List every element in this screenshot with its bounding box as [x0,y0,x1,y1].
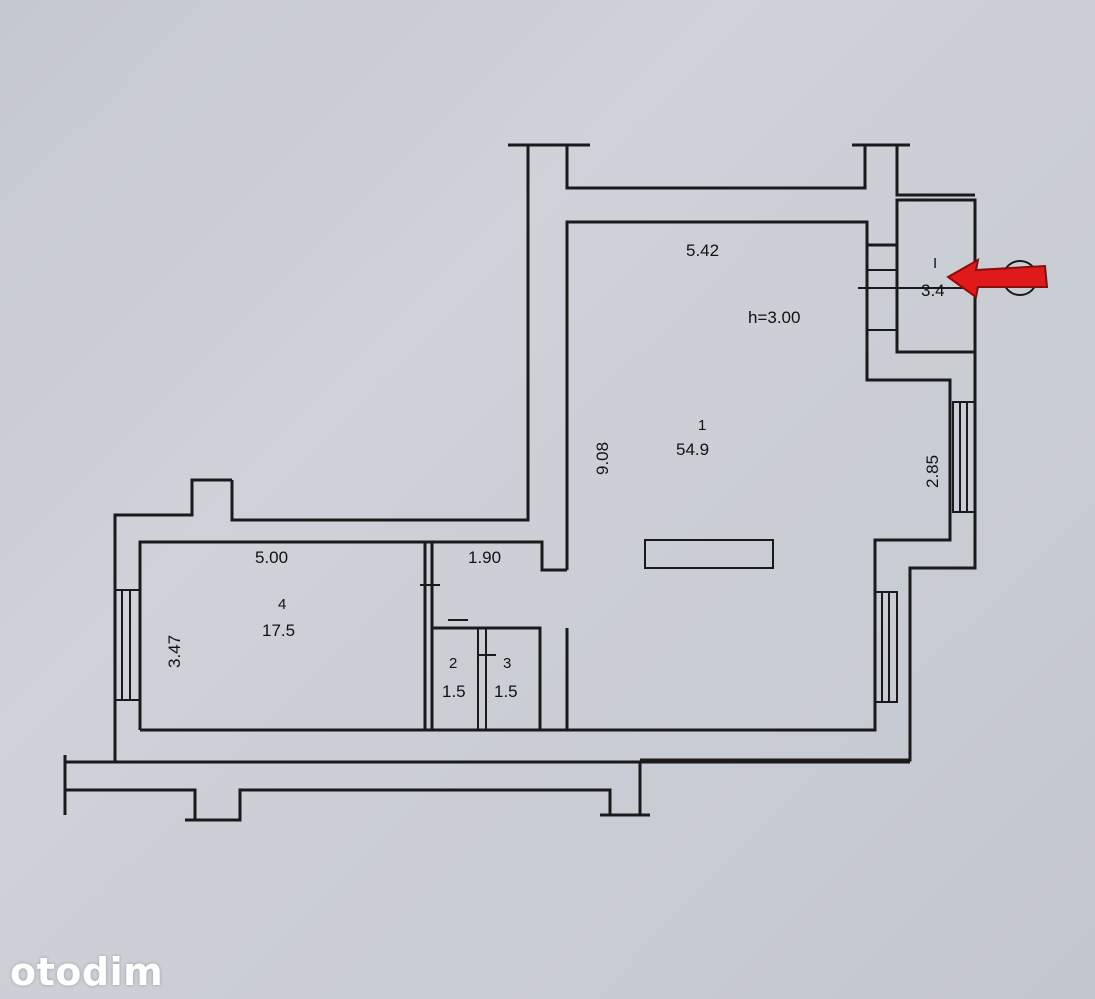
dim-hall-width: 1.90 [468,548,501,567]
wall-column-inner [565,145,867,190]
room-I-number: I [933,255,937,272]
room-1-number: 1 [698,417,706,434]
dim-room1-side: 2.85 [923,455,942,488]
window-right-upper [952,401,976,513]
room-1-area: 54.9 [676,440,709,459]
dim-room4-width: 5.00 [255,548,288,567]
room-1-outline [565,220,977,762]
window-left [114,589,141,701]
wall-bottom-outer [63,755,650,822]
dim-room4-depth: 3.47 [165,635,184,668]
watermark-logo: otodim [10,950,164,994]
room-4-number: 4 [278,596,286,613]
red-arrow-icon [946,258,1049,299]
wall-column-outer [230,145,530,522]
dim-room1-length: 9.08 [593,442,612,475]
room-4-area: 17.5 [262,621,295,640]
room-4-outer [113,478,910,764]
room-3-area: 1.5 [494,682,518,701]
wall-top-right [895,145,975,197]
room-3-number: 3 [503,655,511,672]
dim-room1-width: 5.42 [686,241,719,260]
room-I-area: 3.4 [921,281,945,300]
room-2-number: 2 [449,655,457,672]
room-1-inner-right [565,222,952,732]
room-2-area: 1.5 [442,682,466,701]
window-right-lower [874,591,898,703]
room-4-inner [138,540,567,730]
ceiling-height: h=3.00 [748,308,800,327]
kitchen-counter [644,539,774,569]
bath-outline [432,626,542,730]
